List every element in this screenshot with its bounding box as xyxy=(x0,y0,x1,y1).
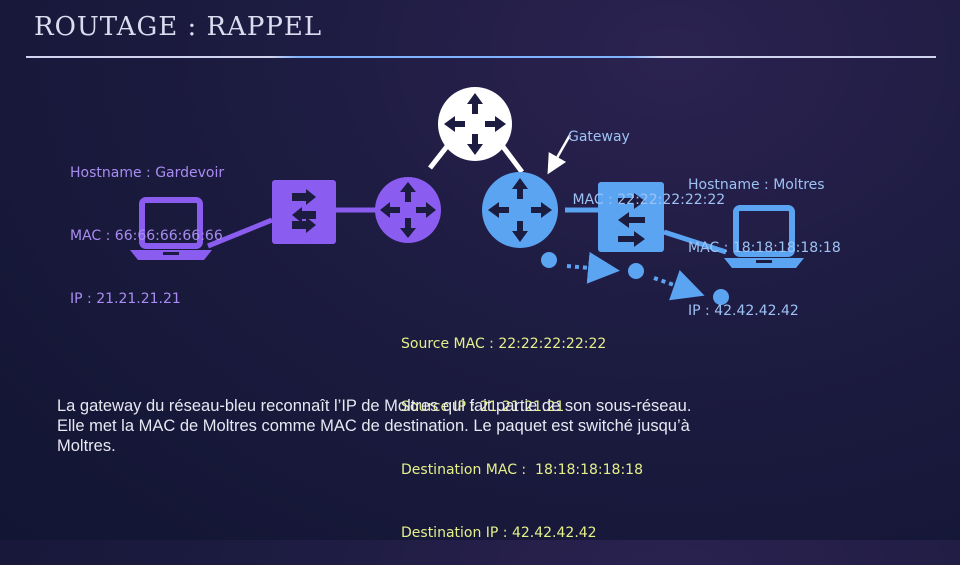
packet-end-dot xyxy=(713,289,729,305)
laptop-moltres-icon xyxy=(724,205,804,268)
host-gardevoir-ip: IP : 21.21.21.21 xyxy=(70,291,181,307)
packet-dest-ip: Destination IP : 42.42.42.42 xyxy=(401,525,597,541)
link-switch-right-laptop-right xyxy=(663,229,727,255)
packet-source-ip: Source IP : 21.21.21.21 xyxy=(401,399,565,415)
gateway-pointer-arrow xyxy=(547,134,572,175)
explanation-caption: La gateway du réseau-bleu reconnaît l’IP… xyxy=(57,396,857,456)
packet-dest-mac: Destination MAC : 18:18:18:18:18 xyxy=(401,462,643,478)
caption-line: Moltres. xyxy=(57,437,116,455)
router-white-icon xyxy=(438,87,512,161)
packet-start-dot xyxy=(541,252,557,268)
caption-line: Elle met la MAC de Moltres comme MAC de … xyxy=(57,417,690,435)
page-title: ROUTAGE : RAPPEL xyxy=(34,12,323,42)
gateway-info: Gateway MAC : 22:22:22:22:22 xyxy=(568,85,725,232)
router-purple-icon xyxy=(375,177,441,243)
host-gardevoir-hostname: Hostname : Gardevoir xyxy=(70,165,225,181)
host-moltres-mac: MAC : 18:18:18:18:18 xyxy=(688,240,841,256)
host-moltres-info: Hostname : Moltres MAC : 18:18:18:18:18 … xyxy=(688,133,841,343)
network-diagram xyxy=(130,87,804,305)
host-moltres-ip: IP : 42.42.42.42 xyxy=(688,303,799,319)
caption-line: La gateway du réseau-bleu reconnaît l’IP… xyxy=(57,397,692,415)
packet-dotted-arrow-1 xyxy=(566,251,620,284)
gateway-mac: MAC : 22:22:22:22:22 xyxy=(568,192,726,208)
title-underline xyxy=(26,56,936,58)
laptop-gardevoir-icon xyxy=(130,197,212,260)
host-gardevoir-mac: MAC : 66:66:66:66:66 xyxy=(70,228,223,244)
packet-path xyxy=(541,251,729,305)
router-blue-icon xyxy=(482,172,558,248)
packet-middle-dot xyxy=(628,263,644,279)
switch-blue-icon xyxy=(598,182,664,252)
packet-header-info: Source MAC : 22:22:22:22:22 Source IP : … xyxy=(401,292,643,565)
host-moltres-hostname: Hostname : Moltres xyxy=(688,177,825,193)
host-gardevoir-info: Hostname : Gardevoir MAC : 66:66:66:66:6… xyxy=(70,121,224,331)
link-laptop-left-switch-left xyxy=(207,217,273,249)
switch-purple-icon xyxy=(272,180,336,244)
packet-source-mac: Source MAC : 22:22:22:22:22 xyxy=(401,336,607,352)
gateway-label: Gateway xyxy=(568,129,630,145)
